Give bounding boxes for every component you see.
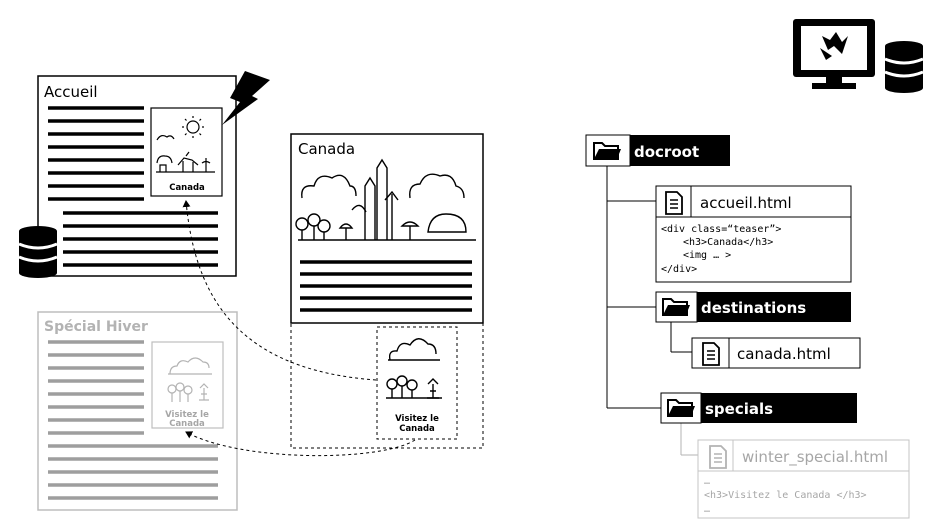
winter-file-label: winter_special.html [742, 448, 888, 467]
folder-specials[interactable]: specials [660, 392, 857, 424]
file-accueil[interactable]: accueil.html <div class=“teaser”> <h3>Ca… [655, 185, 852, 283]
special-text-lines [48, 340, 218, 500]
accueil-title: Accueil [44, 83, 98, 101]
canada-teaser[interactable]: Visitez le Canada [376, 326, 458, 440]
special-hiver-page: Spécial Hiver [37, 311, 238, 511]
canada-text-lines [300, 260, 472, 312]
special-hiver-title: Spécial Hiver [44, 319, 148, 335]
accueil-text-lines [48, 106, 218, 267]
winter-code-line-2: <h3>Visitez le Canada </h3> [704, 490, 867, 501]
file-tree: docroot accueil.html <div class=“teaser”… [585, 134, 910, 519]
cloud-icon [168, 357, 212, 375]
docroot-label: docroot [634, 143, 699, 161]
database-icon [17, 224, 59, 280]
special-teaser[interactable]: Visitez le Canada [151, 341, 224, 429]
trees-icon [386, 375, 442, 399]
accueil-code-line-4: </div> [661, 264, 697, 275]
destinations-label: destinations [701, 299, 806, 317]
canada-title: Canada [298, 140, 355, 158]
canada-file-label: canada.html [737, 345, 831, 363]
specials-label: specials [705, 400, 773, 418]
folder-destinations[interactable]: destinations [655, 291, 851, 323]
cloud-icon [388, 338, 440, 361]
folder-docroot[interactable]: docroot [585, 134, 730, 167]
accueil-teaser[interactable]: Canada [150, 107, 223, 197]
special-teaser-caption-1: Visitez le [165, 410, 209, 420]
monitor-icon [793, 19, 875, 89]
special-teaser-caption-2: Canada [169, 419, 205, 429]
trees-icon [167, 382, 209, 402]
accueil-code-line-1: <div class=“teaser”> [661, 224, 781, 235]
accueil-code-line-3: <img … > [683, 250, 731, 261]
canada-page: Canada [290, 133, 484, 449]
canada-teaser-region [290, 322, 484, 449]
winter-code-line-3: … [704, 504, 710, 515]
tree-connectors [606, 166, 692, 409]
accueil-teaser-caption: Canada [169, 183, 205, 193]
file-canada[interactable]: canada.html [691, 337, 861, 369]
database-icon [883, 39, 925, 95]
lightning-icon [222, 71, 270, 125]
canada-teaser-caption-1: Visitez le [395, 414, 439, 424]
accueil-code-line-2: <h3>Canada</h3> [683, 237, 773, 248]
winter-code-line-1: … [704, 476, 710, 487]
canada-teaser-caption-2: Canada [399, 424, 435, 434]
arrow-canada-to-accueil [182, 200, 377, 381]
landscape-icon [156, 134, 215, 173]
sun-icon [182, 116, 204, 138]
arrow-canada-to-special [185, 431, 416, 457]
canada-landscape-illustration [295, 158, 476, 241]
file-winter-special[interactable]: winter_special.html … <h3>Visitez le Can… [697, 439, 910, 519]
accueil-file-label: accueil.html [700, 194, 792, 212]
accueil-page: Accueil [37, 75, 237, 277]
